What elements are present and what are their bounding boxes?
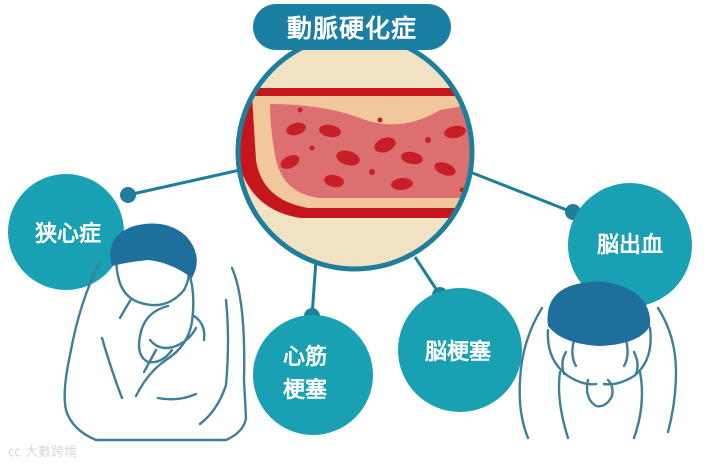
label-myocardial-line-1: 心筋: [283, 344, 327, 370]
label-myocardial-line-2: 梗塞: [283, 377, 328, 403]
bubble-cerebral-infarction: 脳梗塞: [398, 288, 522, 412]
angina-person-hair: [110, 223, 197, 278]
label-cerebral-infarction: 脳梗塞: [425, 339, 492, 365]
connector-myocardial: [310, 259, 318, 317]
label-cerebral-hemorrhage: 脳出血: [597, 232, 663, 258]
connector-dot-angina: [120, 187, 136, 203]
connector-lines: [127, 168, 573, 317]
bubble-cerebral-hemorrhage: 脳出血: [568, 183, 692, 307]
blood-cells: [280, 107, 466, 193]
stroke-person-hair: [547, 281, 651, 346]
diagram-title: 動脈硬化症: [253, 4, 451, 50]
label-angina: 狭心症: [34, 221, 101, 247]
artery-cross-section-icon: [235, 32, 475, 272]
bubble-angina: 狭心症: [8, 174, 124, 290]
watermark-text: 大數跨境: [25, 445, 78, 460]
watermark-logo-icon: ㏄: [8, 445, 22, 460]
person-holding-head-icon: [518, 306, 678, 440]
connector-angina: [127, 168, 241, 197]
bubble-myocardial-infarction: 心筋 梗塞: [253, 315, 373, 435]
watermark: ㏄ 大數跨境: [8, 441, 77, 460]
connector-cerebral-hemorrhage: [469, 170, 573, 214]
